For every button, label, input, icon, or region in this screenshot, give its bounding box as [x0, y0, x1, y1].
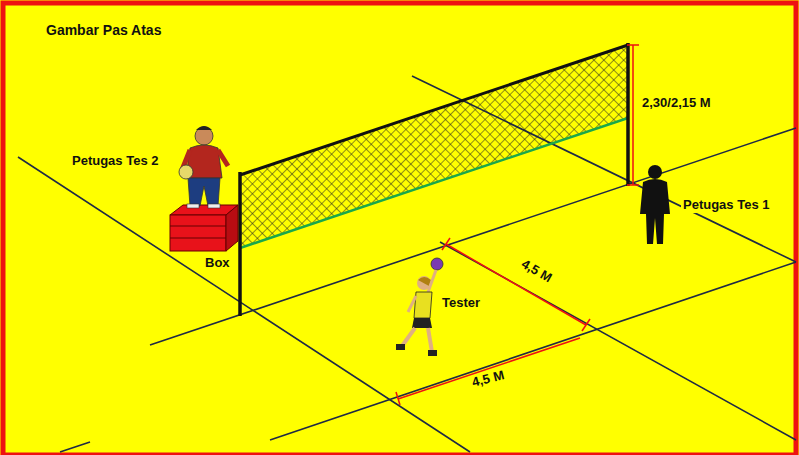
dimension-label: 4,5 M	[517, 256, 556, 287]
dimension-line	[396, 238, 590, 405]
tester-official-1	[640, 165, 670, 244]
box-label: Box	[203, 256, 232, 271]
net-post	[626, 43, 630, 186]
box-stand	[170, 205, 238, 251]
dimension-label: 2,30/2,15 M	[640, 96, 713, 111]
tester-player	[396, 258, 443, 356]
person-label: Petugas Tes 1	[681, 198, 771, 213]
net-bottom-band	[240, 118, 628, 248]
net-top-band	[240, 45, 628, 175]
diagram-title: Gambar Pas Atas	[44, 22, 163, 38]
person-label: Tester	[440, 296, 482, 311]
dimension-line	[627, 45, 639, 185]
net-mesh	[240, 45, 628, 248]
tester-official-2	[179, 126, 228, 208]
frame-border	[3, 3, 796, 455]
person-label: Petugas Tes 2	[70, 154, 160, 169]
net-post	[238, 172, 242, 316]
